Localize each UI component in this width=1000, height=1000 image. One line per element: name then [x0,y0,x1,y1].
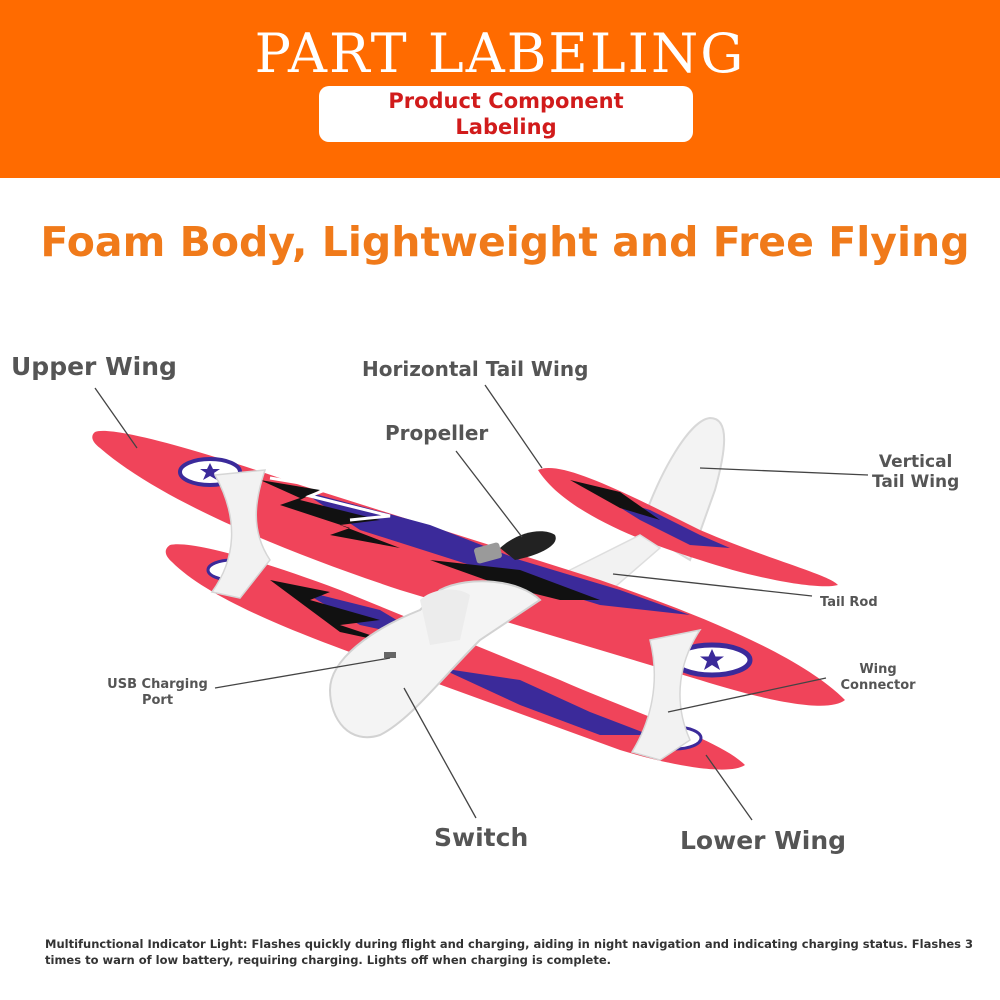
airplane-illustration [92,416,845,770]
label-vertical-tail-wing: Vertical Tail Wing [872,452,960,492]
footer-note: Multifunctional Indicator Light: Flashes… [45,937,974,967]
wing-connector-left [210,469,271,599]
label-upper-wing: Upper Wing [11,352,177,381]
usb-port [384,652,396,658]
label-tail-rod: Tail Rod [820,595,878,610]
star-roundel-right [671,642,753,678]
fuselage [328,580,542,739]
label-usb-charging-port: USB Charging Port [107,677,208,708]
subtitle-text: Product Component Labeling [388,89,624,139]
label-switch: Switch [434,823,529,852]
label-lower-wing: Lower Wing [680,826,847,855]
label-horizontal-tail-wing: Horizontal Tail Wing [362,357,589,381]
page-title: PART LABELING [254,22,746,85]
header-banner: PART LABELING Product Component Labeling [0,0,1000,178]
label-propeller: Propeller [385,421,489,445]
propeller [500,531,556,560]
wing-connector-right [630,628,702,761]
headline: Foam Body, Lightweight and Free Flying [40,218,970,266]
label-wing-connector: Wing Connector [840,662,916,693]
motor [474,542,502,564]
subtitle-pill: Product Component Labeling [319,86,693,142]
